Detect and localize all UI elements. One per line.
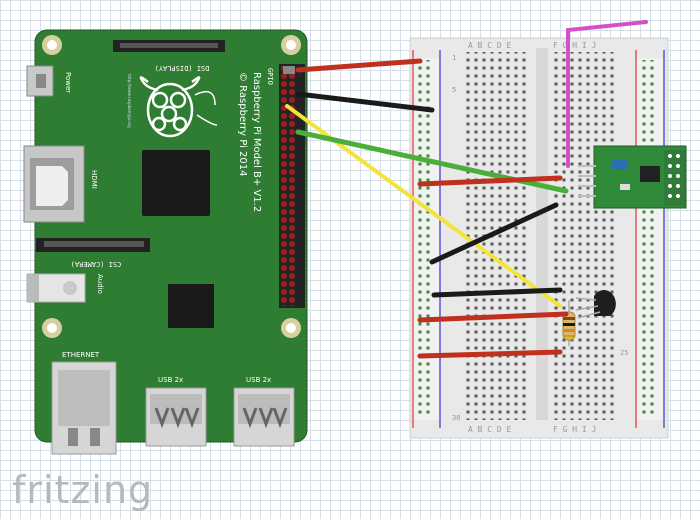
bb-row-5: 5: [452, 86, 456, 94]
wire-black-gpio-gnd: [295, 91, 435, 113]
wire-black-transistor: [431, 287, 563, 298]
wire-red-sensor-vcc: [417, 175, 563, 187]
ethernet-label: ETHERNET: [62, 351, 100, 359]
bb-row-25: 25: [620, 349, 628, 357]
audio-label: Audio: [96, 274, 104, 294]
usb2-label: USB 2x: [246, 376, 271, 384]
wire-red-resistor: [417, 311, 569, 323]
dsi-label: DSI (DISPLAY): [155, 64, 210, 72]
bb-cols-bottom-left: A B C D E: [468, 425, 512, 434]
fritzing-logo: fritzing: [12, 468, 154, 512]
copyright-label: © Raspberry Pi 2014: [237, 72, 248, 176]
power-label: Power: [64, 72, 72, 93]
raspberry-logo-icon: [139, 76, 218, 138]
usb1-label: USB 2x: [158, 376, 183, 384]
bb-row-30: 30: [452, 414, 460, 422]
bb-row-1: 1: [452, 54, 456, 62]
wires: [285, 20, 648, 359]
breadboard: A B C D E F G H I J A B C D E F G H I J …: [409, 37, 669, 439]
raspberry-pi-board: DSI (DISPLAY) Power http://www.raspberry…: [23, 29, 308, 455]
sensor-module: [578, 145, 687, 209]
url-label: http://www.raspberrypi.org: [127, 74, 132, 128]
usb-controller-chip: [168, 284, 214, 328]
bb-cols-bottom-right: F G H I J: [553, 425, 596, 434]
bb-cols-top-left: A B C D E: [468, 41, 512, 50]
wire-red-gpio-5v: [295, 58, 423, 73]
transistor-to92: [575, 289, 616, 319]
model-label: Raspberry Pi Model B+ V1.2: [251, 72, 262, 212]
resistor: [562, 300, 576, 346]
csi-label: CSI (CAMERA): [71, 260, 122, 268]
wire-magenta-antenna: [566, 20, 648, 168]
soc-chip: [142, 150, 210, 216]
hdmi-label: HDMI: [90, 170, 98, 189]
bb-cols-top-right: F G H I J: [553, 41, 596, 50]
wire-red-bottom: [417, 349, 563, 359]
wire-black-sensor-gnd: [429, 202, 559, 265]
gpio-label: GPIO: [266, 68, 274, 85]
